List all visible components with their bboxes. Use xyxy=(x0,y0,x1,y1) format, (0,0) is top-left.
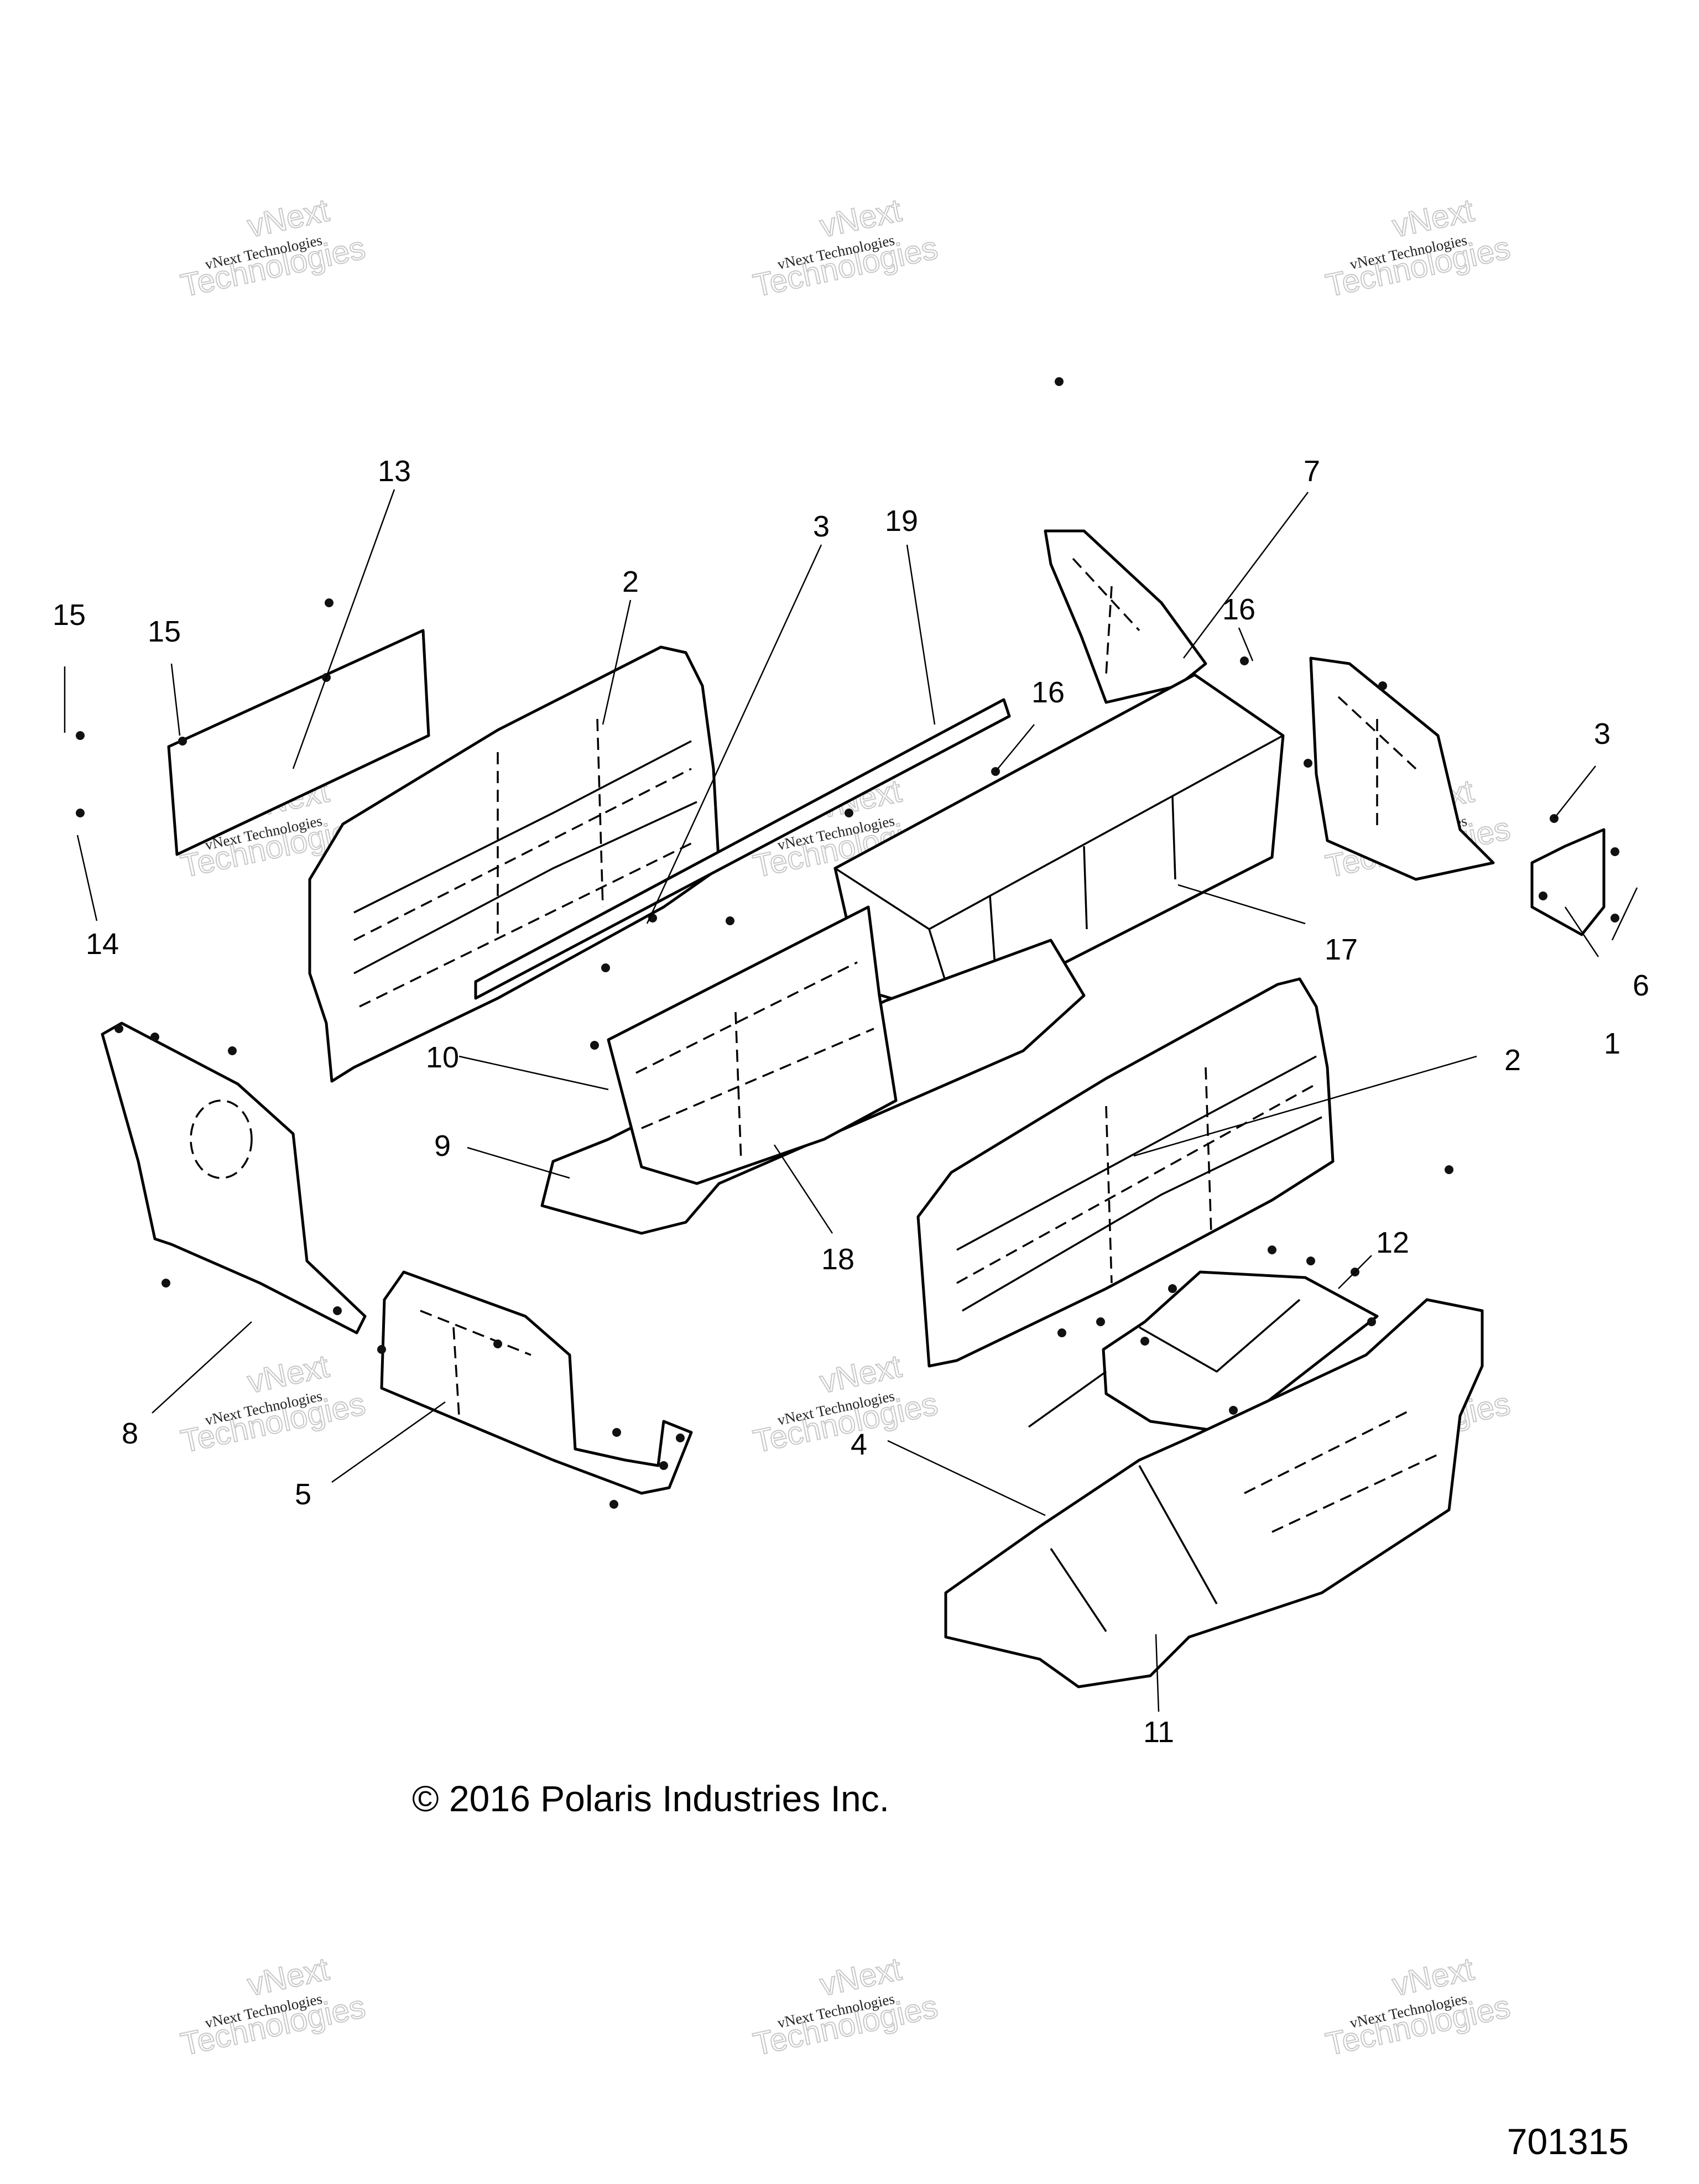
fastener xyxy=(1445,1165,1453,1174)
fastener xyxy=(333,1306,342,1315)
part-3-right-panel xyxy=(1309,656,1495,881)
callout-19: 19 xyxy=(885,504,918,538)
fastener xyxy=(1240,656,1249,665)
part-10-console xyxy=(607,905,898,1185)
fastener xyxy=(1367,1317,1376,1326)
part-5-frame xyxy=(380,1270,693,1495)
callout-18: 18 xyxy=(821,1243,854,1276)
fastener xyxy=(1096,1317,1105,1326)
part-7-bracket xyxy=(1044,529,1207,704)
fastener xyxy=(1304,759,1312,768)
fastener xyxy=(659,1461,668,1470)
fastener xyxy=(1268,1245,1276,1254)
fastener xyxy=(325,598,333,607)
fastener xyxy=(612,1428,621,1437)
callout-7: 7 xyxy=(1304,455,1320,488)
callout-6: 6 xyxy=(1633,969,1649,1002)
callout-14: 14 xyxy=(86,927,119,961)
fastener xyxy=(76,809,85,817)
part-2-lower-panel xyxy=(916,977,1335,1368)
callout-8: 8 xyxy=(122,1417,138,1450)
fastener xyxy=(845,809,853,817)
fastener xyxy=(601,963,610,972)
fastener xyxy=(161,1279,170,1288)
fastener xyxy=(1055,377,1064,386)
part-1-bracket xyxy=(1530,828,1606,936)
callout-5: 5 xyxy=(295,1478,311,1511)
fastener xyxy=(1306,1257,1315,1265)
fasteners xyxy=(76,377,1619,1509)
callout-3-center: 3 xyxy=(813,510,830,543)
callout-2-lower: 2 xyxy=(1504,1044,1521,1077)
callout-15: 15 xyxy=(148,615,181,648)
callout-1: 1 xyxy=(1604,1027,1620,1060)
drawing-number: 701315 xyxy=(1507,2121,1629,2162)
callout-16-center: 16 xyxy=(1031,676,1065,709)
fastener xyxy=(150,1033,159,1041)
fastener xyxy=(609,1500,618,1509)
part-11-floor-pan xyxy=(944,1298,1484,1688)
copyright-text: © 2016 Polaris Industries Inc. xyxy=(412,1778,889,1819)
fastener xyxy=(1140,1337,1149,1346)
callout-labels: 13 2 3 19 7 16 15 15 16 3 14 17 6 1 10 2… xyxy=(53,455,1649,1749)
callout-4: 4 xyxy=(851,1428,867,1461)
part-19-strip xyxy=(474,698,1011,1000)
callout-2-upper: 2 xyxy=(622,565,639,598)
fastener xyxy=(1168,1284,1177,1293)
callout-9: 9 xyxy=(434,1129,451,1163)
fastener xyxy=(676,1434,685,1442)
callout-12: 12 xyxy=(1376,1226,1409,1259)
fastener xyxy=(726,916,734,925)
fastener xyxy=(493,1339,502,1348)
fastener xyxy=(1611,914,1619,922)
fastener xyxy=(1539,892,1547,900)
callout-16-right: 16 xyxy=(1222,593,1255,626)
callout-15-left: 15 xyxy=(53,598,86,632)
fastener xyxy=(178,737,187,746)
fastener xyxy=(377,1345,386,1354)
fastener xyxy=(228,1046,237,1055)
callout-3-right: 3 xyxy=(1594,717,1611,750)
fastener xyxy=(114,1024,123,1033)
fastener xyxy=(1378,681,1387,690)
fastener xyxy=(76,731,85,740)
callout-17: 17 xyxy=(1325,933,1358,966)
part-8-side-panel xyxy=(101,1021,367,1335)
fastener xyxy=(1229,1406,1238,1415)
part-12-tray xyxy=(1102,1270,1379,1434)
leader-lines xyxy=(64,489,1638,1712)
callout-10: 10 xyxy=(426,1041,459,1074)
fastener xyxy=(1057,1328,1066,1337)
part-13-panel xyxy=(167,629,430,856)
fastener xyxy=(590,1041,599,1050)
callout-13: 13 xyxy=(378,455,411,488)
fastener xyxy=(1611,847,1619,856)
callout-11: 11 xyxy=(1143,1716,1174,1749)
